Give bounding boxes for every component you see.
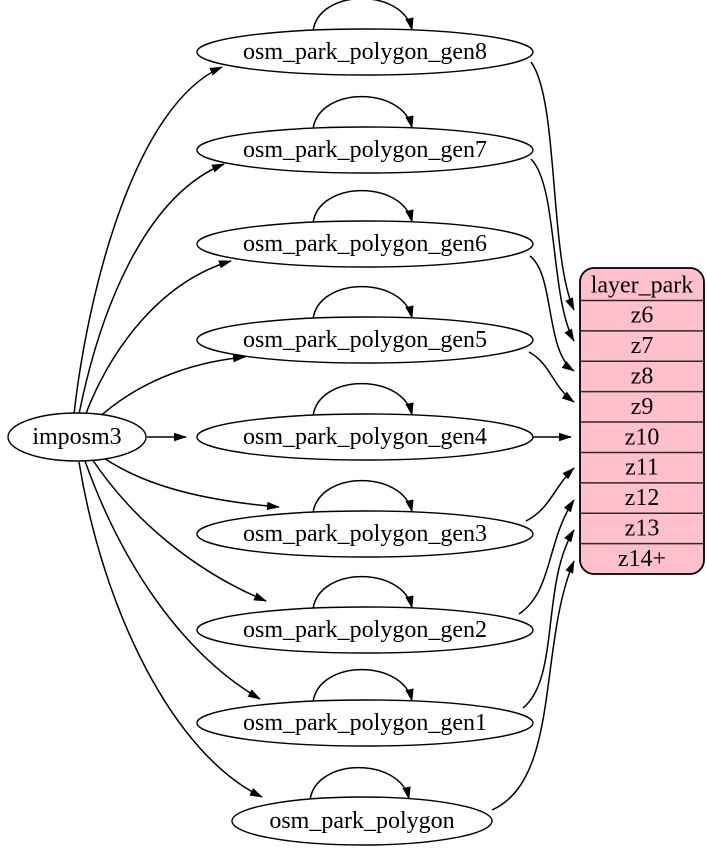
node-osm_park_polygon-shape (231, 796, 493, 846)
edge-imposm3-to-osm_park_polygon_gen3 (100, 455, 280, 511)
node-osm_park_polygon_gen5-label: osm_park_polygon_gen5 (243, 327, 487, 353)
edge-imposm3-to-osm_park_polygon_gen8 (73, 66, 223, 415)
layer-row-z7: z7 (631, 333, 654, 359)
layer-row-z11: z11 (625, 455, 659, 481)
node-osm_park_polygon_gen2: osm_park_polygon_gen2 (196, 606, 534, 654)
node-osm_park_polygon_gen7: osm_park_polygon_gen7 (196, 126, 534, 174)
edge-osm_park_polygon-to-z14+ (491, 560, 575, 811)
node-osm_park_polygon_gen5: osm_park_polygon_gen5 (196, 316, 534, 364)
self-loop-osm_park_polygon_gen7 (312, 95, 414, 130)
node-osm_park_polygon_gen4-label: osm_park_polygon_gen4 (243, 424, 487, 450)
layer-row-z6: z6 (631, 303, 654, 329)
layer-row-z12: z12 (625, 485, 660, 511)
layer-table-box (579, 267, 705, 575)
node-osm_park_polygon_gen8: osm_park_polygon_gen8 (196, 28, 534, 76)
edge-osm_park_polygon_gen7-to-z7 (530, 158, 575, 342)
self-loop-osm_park_polygon_gen1 (312, 668, 414, 703)
edge-osm_park_polygon_gen5-to-z9 (528, 351, 575, 403)
self-loop-osm_park_polygon_gen3 (312, 479, 414, 514)
edge-osm_park_polygon_gen1-to-z13 (522, 529, 575, 709)
node-osm_park_polygon_gen3-label: osm_park_polygon_gen3 (243, 521, 487, 547)
node-imposm3-shape (7, 412, 147, 462)
node-osm_park_polygon_gen1: osm_park_polygon_gen1 (196, 699, 534, 747)
self-loop-osm_park_polygon_gen4 (312, 382, 414, 417)
node-osm_park_polygon_gen4-shape (196, 413, 534, 461)
edges-layer (73, 0, 575, 811)
edge-imposm3-to-osm_park_polygon_gen6 (84, 260, 232, 417)
node-osm_park_polygon_gen8-shape (196, 28, 534, 76)
node-osm_park_polygon_gen4: osm_park_polygon_gen4 (196, 413, 534, 461)
edge-osm_park_polygon_gen6-to-z8 (529, 255, 575, 372)
node-imposm3-label: imposm3 (32, 424, 121, 450)
layer-row-z8: z8 (631, 363, 654, 389)
node-osm_park_polygon_gen1-shape (196, 699, 534, 747)
edge-imposm3-to-osm_park_polygon_gen2 (91, 458, 267, 602)
self-loop-osm_park_polygon_gen6 (312, 189, 414, 224)
layer-park-table: layer_park z6 z7 z8 z9 z10 z11 z12 z13 z14+ (579, 267, 705, 575)
layer-row-z13: z13 (625, 515, 660, 541)
node-osm_park_polygon_gen6: osm_park_polygon_gen6 (196, 220, 534, 268)
node-osm_park_polygon_gen3-shape (196, 510, 534, 558)
edge-imposm3-to-osm_park_polygon_gen1 (84, 460, 261, 700)
nodes-layer: imposm3 osm_park_polygon_gen8 osm_park_pol… (7, 28, 534, 846)
edge-imposm3-to-osm_park_polygon (78, 461, 263, 798)
node-osm_park_polygon_gen7-shape (196, 126, 534, 174)
edge-imposm3-to-osm_park_polygon_gen7 (78, 163, 225, 415)
layer-table-title: layer_park (591, 272, 694, 298)
self-loop-osm_park_polygon_gen8 (312, 0, 414, 32)
node-osm_park_polygon-label: osm_park_polygon (269, 808, 454, 834)
edge-imposm3-to-osm_park_polygon_gen5 (95, 353, 246, 421)
node-osm_park_polygon_gen6-shape (196, 220, 534, 268)
node-osm_park_polygon: osm_park_polygon (231, 796, 493, 846)
node-osm_park_polygon_gen2-shape (196, 606, 534, 654)
edge-osm_park_polygon_gen8-to-z6 (530, 61, 575, 311)
self-loop-osm_park_polygon_gen2 (312, 575, 414, 610)
node-osm_park_polygon_gen7-label: osm_park_polygon_gen7 (243, 137, 487, 163)
node-osm_park_polygon_gen1-label: osm_park_polygon_gen1 (243, 710, 487, 736)
edge-osm_park_polygon_gen3-to-z11 (525, 467, 575, 522)
node-osm_park_polygon_gen5-shape (196, 316, 534, 364)
self-loop-osm_park_polygon (309, 766, 411, 801)
node-osm_park_polygon_gen8-label: osm_park_polygon_gen8 (243, 39, 487, 65)
node-osm_park_polygon_gen2-label: osm_park_polygon_gen2 (243, 617, 487, 643)
node-imposm3: imposm3 (7, 412, 147, 462)
layer-row-z10: z10 (625, 424, 660, 450)
edge-osm_park_polygon_gen2-to-z12 (518, 499, 575, 615)
layer-row-z9: z9 (631, 394, 654, 420)
node-osm_park_polygon_gen3: osm_park_polygon_gen3 (196, 510, 534, 558)
node-osm_park_polygon_gen6-label: osm_park_polygon_gen6 (243, 231, 487, 257)
self-loop-osm_park_polygon_gen5 (312, 285, 414, 320)
layer-row-z14+: z14+ (618, 546, 666, 572)
